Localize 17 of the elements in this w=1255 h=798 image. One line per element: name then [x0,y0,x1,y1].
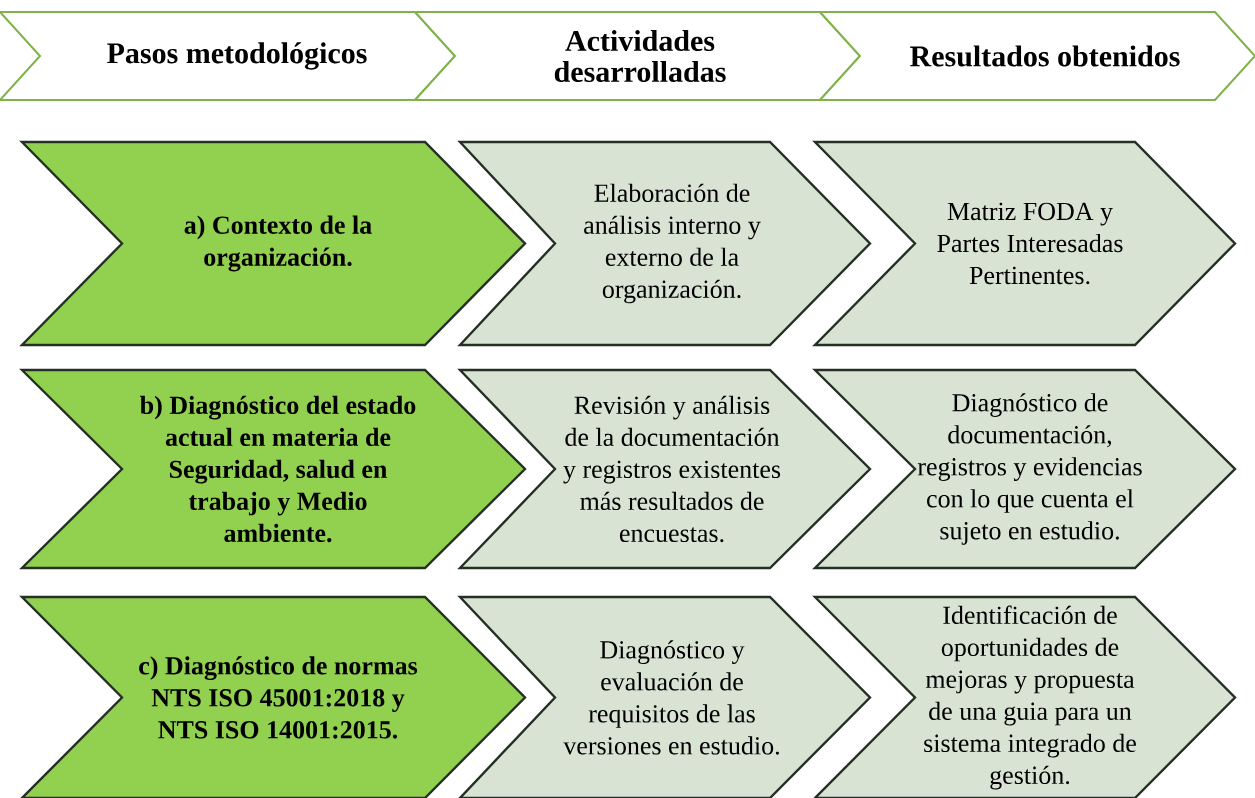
header-box: Actividades desarrolladas [412,11,862,101]
header-box: Resultados obtenidos [817,11,1255,101]
result-box: Diagnóstico de documentación, registros y evidencias con lo que cuenta el sujeto en estudio. [812,368,1237,570]
activity-box: Revisión y análisis de la documentación y registros existentes más resultados de encuestas. [457,368,872,570]
step-box: c) Diagnóstico de normas NTS ISO 45001:2018 y NTS ISO 14001:2015. [19,595,527,798]
step-box: a) Contexto de la organización. [19,140,527,347]
activity-box: Diagnóstico y evaluación de requisitos de las versiones en estudio. [457,595,872,798]
node-label: Resultados obtenidos [910,45,1180,67]
result-box: Identificación de oportunidades de mejoras y propuesta de una guia para un sistema integrado de gestión. [812,595,1237,798]
node-label: Identificación de oportunidades de mejoras y propuesta de una guia para un sistema integrado de gestión. [924,605,1136,790]
step-box: b) Diagnóstico del estado actual en materia de Seguridad, salud en trabajo y Medio ambiente. [19,368,527,570]
result-box: Matriz FODA y Partes Interesadas Pertinentes. [812,140,1237,347]
node-label: Diagnóstico y evaluación de requisitos de las versiones en estudio. [563,640,779,755]
header-box: Pasos metodológicos [0,11,457,101]
node-label: Diagnóstico de documentación, registros y evidencias con lo que cuenta el sujeto en estudio. [917,393,1142,545]
node-label: Matriz FODA y Partes Interesadas Pertinentes. [937,202,1123,285]
activity-box: Elaboración de análisis interno y externo de la organización. [457,140,872,347]
